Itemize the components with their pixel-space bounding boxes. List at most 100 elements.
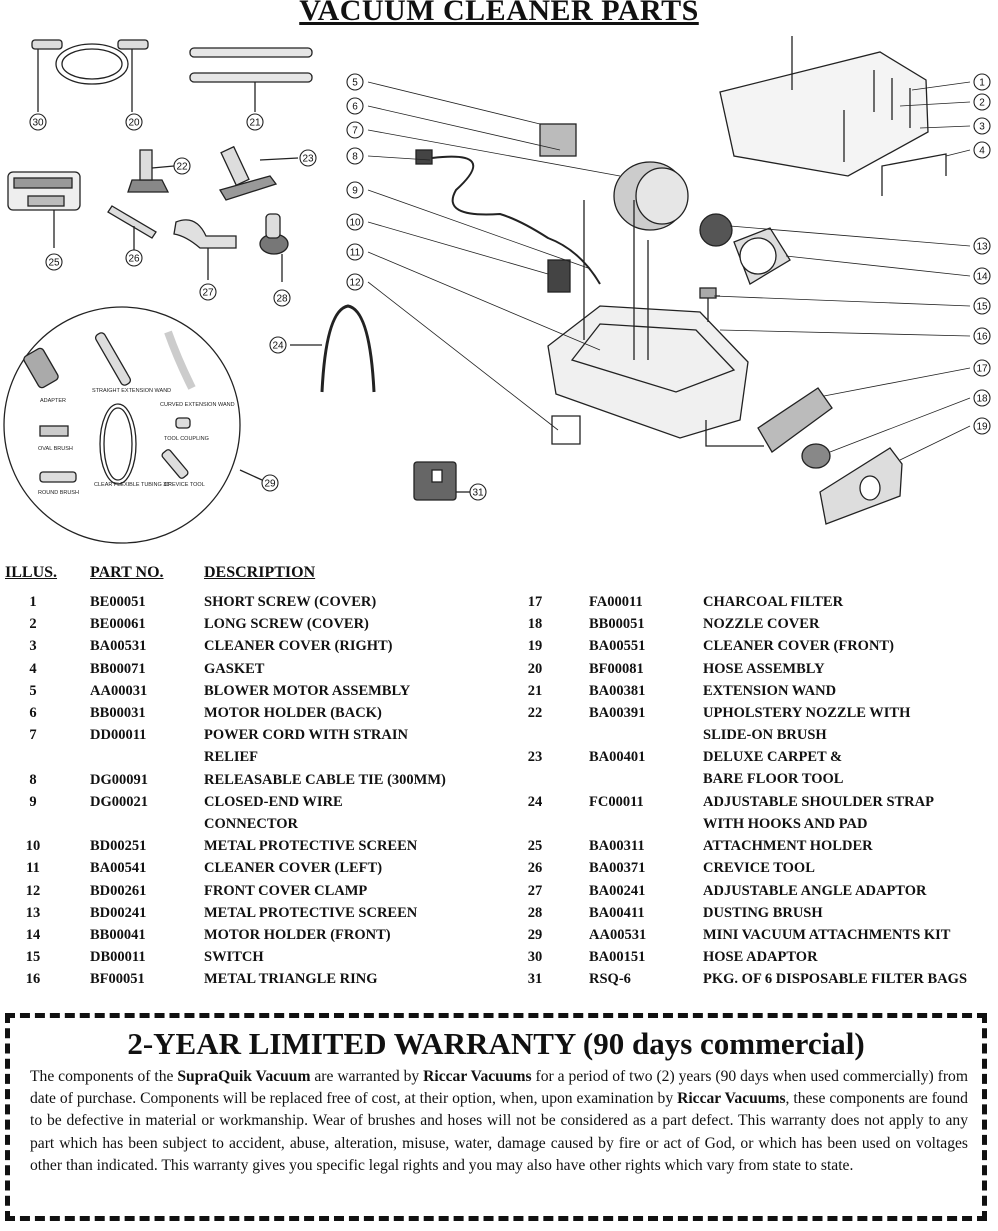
callout-circle — [346, 97, 364, 115]
callout-circle — [346, 243, 364, 261]
callout-circle — [299, 149, 317, 167]
power-cord-drawing — [415, 149, 601, 285]
callout-number: 12 — [349, 278, 361, 289]
illus-number: 16 — [25, 971, 41, 988]
part-description-line2: RELIEF — [204, 749, 258, 766]
header-description: DESCRIPTION — [204, 564, 316, 581]
part-number: BE00061 — [90, 616, 146, 633]
part-description: HOSE ASSEMBLY — [703, 660, 825, 677]
callout-circle — [973, 389, 991, 407]
mini-attachments-kit-drawing — [3, 306, 263, 544]
callout-number: 26 — [128, 254, 140, 265]
callout-number: 8 — [352, 152, 358, 163]
part-description: CHARCOAL FILTER — [703, 594, 844, 610]
filter-bag-drawing — [413, 461, 472, 501]
part-description: CLEANER COVER (RIGHT) — [204, 638, 393, 655]
part-description: CLEANER COVER (FRONT) — [703, 638, 894, 655]
illus-number: 22 — [527, 705, 543, 721]
part-description: UPHOLSTERY NOZZLE WITH — [703, 705, 911, 721]
carpet-floor-tool-drawing — [219, 145, 299, 201]
callout-number: 24 — [272, 341, 284, 352]
part-number: BA00551 — [589, 638, 646, 655]
callout-number: 19 — [976, 422, 988, 433]
callout-number: 14 — [976, 272, 988, 283]
illus-number: 31 — [527, 971, 543, 988]
callout-circle — [273, 289, 291, 307]
part-description: RELEASABLE CABLE TIE (300MM) — [204, 771, 446, 788]
part-number: DD00011 — [90, 727, 147, 744]
callout-number: 18 — [976, 394, 988, 405]
callout-number: 1 — [979, 78, 985, 89]
callout-number: 30 — [32, 118, 44, 129]
part-number: BA00401 — [589, 749, 646, 766]
kit-label-clear-tubing: CLEAR FLEXIBLE TUBING 36" — [94, 482, 171, 488]
callout-circle — [246, 113, 264, 131]
callout-circle — [45, 253, 63, 271]
part-description: FRONT COVER CLAMP — [204, 882, 368, 899]
illus-number: 20 — [527, 660, 543, 677]
illus-number: 13 — [25, 904, 41, 921]
part-number: BA00541 — [90, 860, 147, 877]
illus-number: 21 — [527, 682, 543, 699]
part-number: BB00031 — [90, 705, 146, 721]
part-description: ADJUSTABLE ANGLE ADAPTOR — [703, 882, 927, 899]
illus-number: 29 — [527, 927, 543, 943]
callout-number: 3 — [979, 122, 985, 133]
callout-circle — [269, 336, 287, 354]
part-description: DUSTING BRUSH — [703, 904, 823, 921]
callout-number: 6 — [352, 102, 358, 113]
callout-circle — [973, 237, 991, 255]
part-number: BA00241 — [589, 882, 646, 899]
illus-number: 7 — [29, 727, 37, 744]
kit-label-round-brush: ROUND BRUSH — [38, 490, 79, 496]
illus-number: 12 — [25, 882, 41, 899]
kit-label-straight-wand: STRAIGHT EXTENSION WAND — [92, 388, 171, 394]
dusting-brush-drawing — [259, 213, 289, 282]
part-number: BA00391 — [589, 705, 646, 721]
part-description: POWER CORD WITH STRAIN — [204, 727, 408, 744]
part-description: ADJUSTABLE SHOULDER STRAP — [703, 793, 934, 810]
callout-number: 27 — [202, 288, 214, 299]
crevice-tool-drawing — [107, 205, 157, 250]
callout-circle — [973, 117, 991, 135]
illus-number: 28 — [527, 904, 543, 921]
callout-number: 11 — [350, 248, 361, 259]
callout-circle — [29, 113, 47, 131]
cleaner-base-drawing — [547, 200, 764, 447]
callout-number: 15 — [976, 302, 988, 313]
callout-number: 21 — [249, 118, 261, 129]
part-description: METAL PROTECTIVE SCREEN — [204, 838, 418, 855]
header-part-no: PART NO. — [90, 564, 164, 581]
callout-circle — [346, 213, 364, 231]
illus-number: 18 — [527, 616, 543, 633]
callout-number: 29 — [264, 479, 276, 490]
part-description: CLEANER COVER (LEFT) — [204, 860, 383, 877]
part-number: BD00251 — [90, 838, 147, 855]
callout-number: 13 — [976, 242, 988, 253]
callout-circle — [346, 147, 364, 165]
blower-motor-drawing — [539, 123, 791, 285]
illus-number: 17 — [527, 594, 543, 610]
part-description-line2: CONNECTOR — [204, 815, 298, 832]
callout-number: 10 — [349, 218, 361, 229]
callout-circle — [125, 113, 143, 131]
illus-number: 30 — [527, 949, 543, 966]
callout-number: 16 — [976, 332, 988, 343]
cleaner-cover-right-drawing — [719, 36, 947, 196]
illus-number: 24 — [527, 793, 543, 810]
part-number: DG00021 — [90, 793, 148, 810]
part-description-line2: BARE FLOOR TOOL — [703, 771, 844, 788]
callout-number: 20 — [128, 118, 140, 129]
illus-number: 26 — [527, 860, 543, 877]
callout-number: 22 — [176, 162, 188, 173]
part-number: AA00531 — [589, 927, 647, 943]
part-description: CLOSED-END WIRE — [204, 793, 343, 810]
part-number: BF00081 — [589, 660, 644, 677]
part-description: EXTENSION WAND — [703, 682, 837, 699]
part-number: BA00411 — [589, 904, 645, 921]
callout-number: 4 — [979, 146, 985, 157]
illus-number: 3 — [29, 638, 37, 655]
kit-label-curved-wand: CURVED EXTENSION WAND — [160, 402, 235, 408]
callout-number: 25 — [48, 258, 60, 269]
kit-label-adapter: ADAPTER — [40, 398, 66, 404]
